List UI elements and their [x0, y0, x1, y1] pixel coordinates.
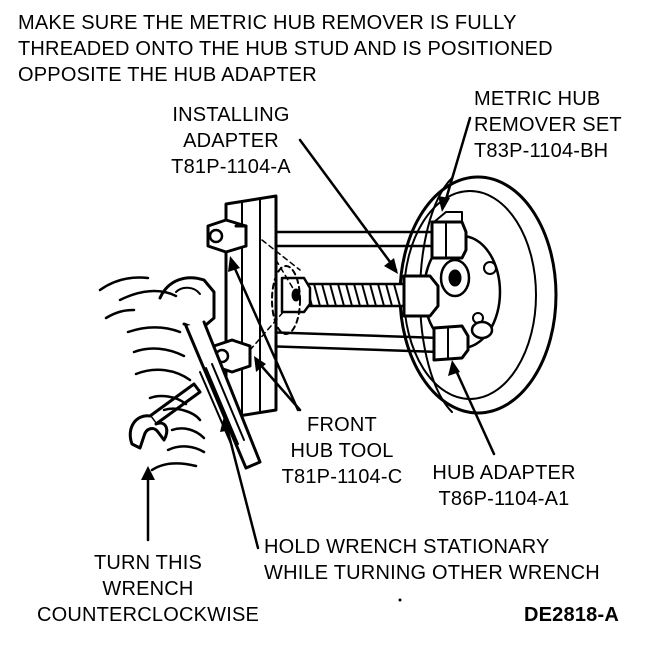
front-hub-tool-line-2: HUB TOOL	[290, 440, 394, 462]
instruction-line-1: MAKE SURE THE METRIC HUB REMOVER IS FULL…	[18, 12, 517, 34]
technician-hands	[98, 276, 206, 472]
installing-adapter-line-1: INSTALLING	[172, 104, 290, 126]
metric-hub-remover-line-1: METRIC HUB	[474, 88, 601, 110]
installing-adapter-line-3: T81P-1104-A	[171, 156, 291, 178]
hold-wrench-line-2: WHILE TURNING OTHER WRENCH	[264, 562, 600, 584]
metric-hub-remover-line-2: REMOVER SET	[474, 114, 622, 136]
front-hub-tool-line-3: T81P-1104-C	[281, 466, 403, 488]
leader-lines	[146, 116, 496, 550]
threaded-screw	[280, 274, 440, 318]
metric-hub-remover	[260, 211, 468, 260]
front-hub-tool-line-1: FRONT	[307, 414, 377, 436]
instruction-line-2: THREADED ONTO THE HUB STUD AND IS POSITI…	[18, 38, 553, 60]
hub-adapter-part	[260, 320, 494, 362]
turning-wrench	[128, 382, 202, 450]
turn-wrench-line-1: TURN THIS	[93, 552, 203, 574]
instruction-line-3: OPPOSITE THE HUB ADAPTER	[18, 64, 317, 86]
stationary-wrench	[158, 276, 262, 470]
figure-id: DE2818-A	[524, 604, 619, 626]
turn-wrench-line-3: COUNTERCLOCKWISE	[36, 604, 260, 626]
installing-adapter-line-2: ADAPTER	[183, 130, 279, 152]
hub-adapter-line-1: HUB ADAPTER	[432, 462, 576, 484]
installing-adapter	[206, 218, 252, 374]
turn-wrench-line-2: WRENCH	[102, 578, 194, 600]
hold-wrench-line-1: HOLD WRENCH STATIONARY	[264, 536, 550, 558]
metric-hub-remover-line-3: T83P-1104-BH	[474, 140, 609, 162]
arrowheads	[141, 196, 460, 480]
hub-adapter-line-2: T86P-1104-A1	[438, 488, 570, 510]
print-dot	[398, 598, 402, 602]
